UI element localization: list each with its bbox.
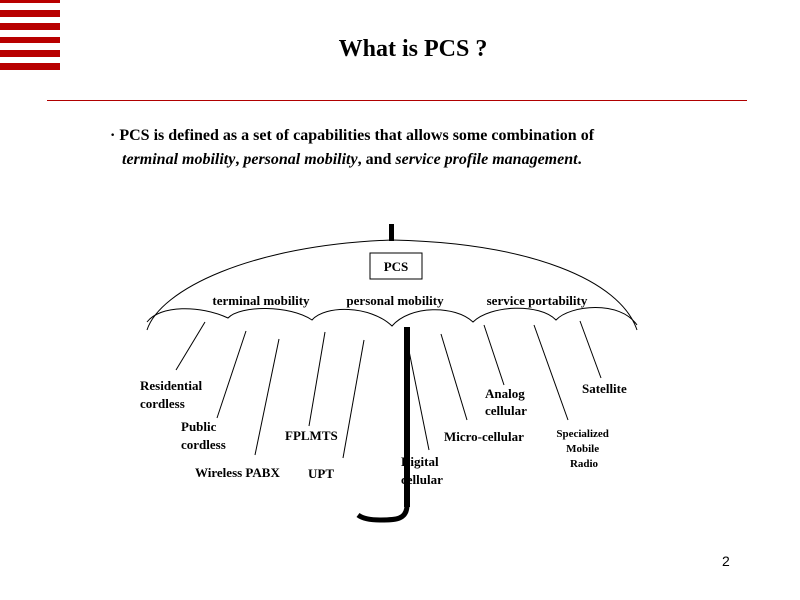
decorative-stripe: [0, 10, 60, 17]
umbrella-canopy: [146, 239, 638, 331]
spoke: [308, 331, 326, 427]
spoke: [483, 324, 505, 386]
spoke: [175, 321, 206, 371]
umbrella-scallops: [146, 307, 638, 327]
bullet-line1: PCS is defined as a set of capabilities …: [119, 127, 595, 144]
bullet-marker: ·: [110, 127, 116, 144]
item-analog-cellular: Analog cellular: [485, 386, 528, 418]
item-satellite: Satellite: [582, 381, 627, 396]
category-personal-mobility: personal mobility: [346, 293, 444, 308]
umbrella-handle: [356, 504, 410, 523]
spoke: [533, 324, 569, 421]
decorative-stripe: [0, 23, 60, 30]
spoke: [405, 335, 430, 451]
separator: , and: [357, 151, 396, 168]
period: .: [577, 151, 582, 168]
term-service-profile-management: service profile management: [395, 151, 578, 168]
decorative-stripe: [0, 0, 60, 3]
page-number: 2: [722, 553, 730, 569]
spoke: [216, 330, 247, 419]
term-personal-mobility: personal mobility: [243, 151, 358, 168]
bullet-line2: terminal mobility, personal mobility, an…: [110, 148, 594, 172]
category-terminal-mobility: terminal mobility: [212, 293, 310, 308]
category-service-portability: service portability: [487, 293, 588, 308]
pcs-box: [369, 252, 423, 280]
spoke: [579, 320, 602, 379]
item-fplmts: FPLMTS: [285, 428, 338, 443]
pcs-label: PCS: [384, 259, 409, 274]
spoke: [254, 338, 280, 456]
decorative-stripe: [0, 63, 60, 70]
separator: ,: [235, 151, 244, 168]
bullet-point: · PCS is defined as a set of capabilitie…: [110, 124, 594, 172]
slide-title: What is PCS ?: [338, 36, 488, 62]
item-wireless-pabx: Wireless PABX: [195, 465, 280, 480]
item-digital-cellular: Digital cellular: [401, 454, 443, 487]
item-residential-cordless: Residential cordless: [140, 378, 205, 411]
item-public-cordless: Public cordless: [181, 419, 226, 452]
spoke: [440, 333, 468, 421]
item-upt: UPT: [308, 466, 334, 481]
umbrella-tip: [389, 224, 394, 241]
decorative-stripe: [0, 50, 60, 57]
title-divider: [47, 100, 747, 101]
item-micro-cellular: Micro-cellular: [444, 429, 524, 444]
spoke: [342, 339, 365, 459]
term-terminal-mobility: terminal mobility: [122, 151, 236, 168]
item-specialized-mobile-radio: Specialized Mobile Radio: [556, 428, 611, 470]
decorative-stripe: [0, 37, 60, 43]
umbrella-shaft: [404, 327, 410, 507]
